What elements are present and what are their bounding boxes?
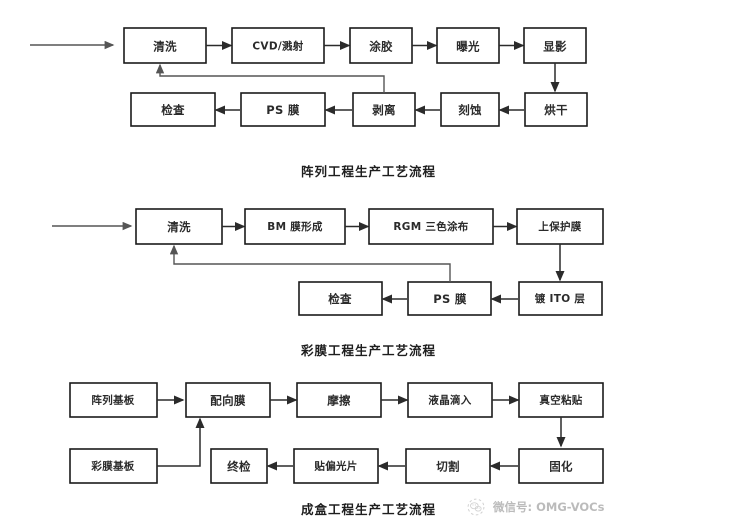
d3-node-cutting: 切割 [405,448,491,484]
caption-cell-assembly-process: 成盒工程生产工艺流程 [300,502,436,517]
d1-node-qingxi: 清洗 [123,27,207,64]
d2-node-jiancha: 检查 [298,281,383,316]
d3-node-cf-substrate: 彩膜基板 [69,448,158,484]
d2-node-jiancha-label: 检查 [328,292,352,306]
caption-color-filter-process: 彩膜工程生产工艺流程 [300,343,436,358]
d2-node-psmo-label: PS 膜 [433,292,467,306]
d3-node-lc-dropping: 液晶滴入 [407,382,493,418]
d2-node-qingxi-label: 清洗 [167,220,191,234]
d1-node-qingxi-label: 清洗 [153,40,177,54]
d1-node-baoguang-label: 曝光 [456,40,480,54]
d1-node-jiancha: 检查 [130,92,216,127]
d3-node-array-substrate-label: 阵列基板 [91,394,134,407]
d1-node-psmo-label: PS 膜 [266,103,300,117]
d1-node-tujiao: 涂胶 [349,27,413,64]
d1-node-baoguang: 曝光 [436,27,500,64]
d2-node-rgm-coating-label: RGM 三色涂布 [393,220,468,233]
watermark-text: 微信号: OMG-VOCs [493,500,605,514]
d2-node-psmo: PS 膜 [407,281,492,316]
d1-node-hongan-label: 烘干 [544,103,568,117]
d3-node-cutting-label: 切割 [436,460,460,474]
d3-node-curing: 固化 [518,448,604,484]
d3-node-curing-label: 固化 [549,460,573,474]
d3-node-polarizer-label: 贴偏光片 [313,460,357,473]
d3-node-vacuum-bonding: 真空粘贴 [518,382,604,418]
d3-node-alignment-film-label: 配向膜 [210,394,246,408]
d1-node-psmo: PS 膜 [240,92,326,127]
d1-node-tujiao-label: 涂胶 [369,40,393,54]
d2-feedback-loop [169,244,451,282]
d1-node-xianying: 显影 [523,27,587,64]
d1-feedback-loop [155,63,385,93]
d2-node-ito-layer-label: 镀 ITO 层 [535,292,586,305]
d1-node-boli-label: 剥离 [372,103,396,117]
d3-node-alignment-film: 配向膜 [185,382,271,418]
d2-node-protect-film: 上保护膜 [516,208,604,245]
d1-node-cvd: CVD/溅射 [231,27,325,64]
d3-node-lc-dropping-label: 液晶滴入 [428,394,471,407]
caption-array-process: 阵列工程生产工艺流程 [300,164,436,179]
d1-node-cvd-label: CVD/溅射 [252,40,303,53]
d1-node-keshi: 刻蚀 [440,92,500,127]
d3-node-final-inspection-label: 终检 [227,460,251,474]
d2-node-protect-film-label: 上保护膜 [538,220,581,233]
d3-node-rubbing: 摩擦 [296,382,382,418]
d3-node-cf-substrate-label: 彩膜基板 [90,460,134,473]
d1-node-jiancha-label: 检查 [161,103,185,117]
d3-node-rubbing-label: 摩擦 [327,394,351,408]
d2-node-ito-layer: 镀 ITO 层 [518,281,603,316]
d2-node-rgm-coating: RGM 三色涂布 [368,208,494,245]
watermark: 微信号: OMG-VOCs [466,497,604,517]
d2-node-bm-film-label: BM 膜形成 [267,220,323,233]
d3-node-array-substrate: 阵列基板 [69,382,158,418]
d2-node-qingxi: 清洗 [135,208,223,245]
wechat-logo-icon [467,498,485,516]
d3-node-final-inspection: 终检 [210,448,268,484]
d1-node-xianying-label: 显影 [543,40,567,54]
d3-node-polarizer: 贴偏光片 [293,448,379,484]
d3-cf-to-alignment-connector [157,417,205,467]
d1-node-boli: 剥离 [352,92,416,127]
d1-node-hongan: 烘干 [524,92,588,127]
d1-node-keshi-label: 刻蚀 [458,103,482,117]
d2-node-bm-film: BM 膜形成 [244,208,346,245]
d3-node-vacuum-bonding-label: 真空粘贴 [539,394,582,407]
